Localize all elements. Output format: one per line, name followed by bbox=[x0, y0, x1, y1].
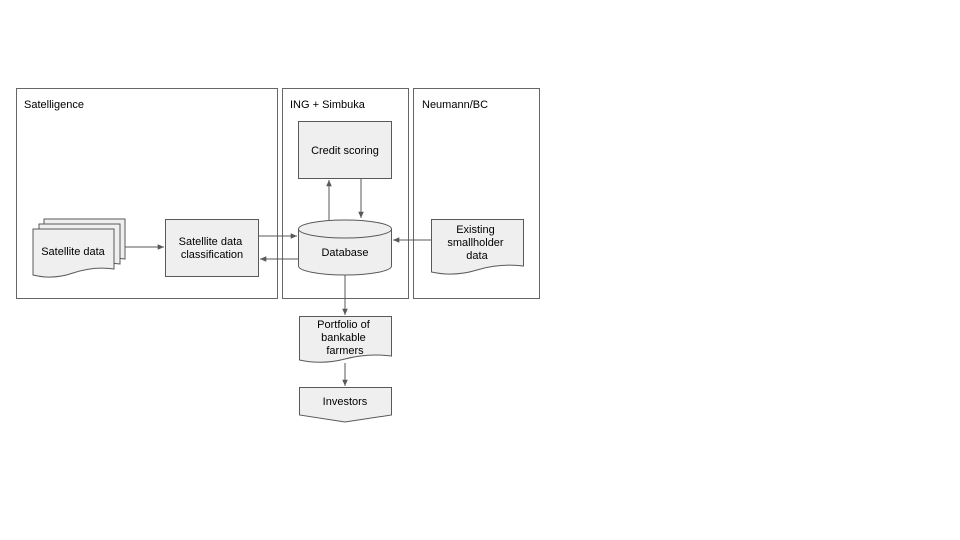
node-credit-scoring: Credit scoring bbox=[298, 121, 392, 179]
group-ing-simbuka-title: ING + Simbuka bbox=[290, 99, 366, 111]
credit-scoring-label: Credit scoring bbox=[311, 145, 379, 157]
database-label: Database bbox=[321, 247, 368, 259]
satellite-data-doc-front bbox=[32, 228, 115, 278]
investors-label: Investors bbox=[323, 396, 368, 408]
portfolio-line-1: Portfolio of bbox=[317, 319, 371, 331]
connectors bbox=[125, 179, 431, 386]
existing-smallholder-line-3: data bbox=[466, 250, 488, 262]
group-neumann-bc-title: Neumann/BC bbox=[422, 99, 488, 111]
database-top bbox=[298, 219, 392, 239]
existing-smallholder-doc bbox=[431, 219, 524, 275]
portfolio-line-3: farmers bbox=[326, 345, 364, 357]
node-existing-smallholder-data: Existing smallholder data bbox=[431, 219, 524, 275]
existing-smallholder-label: Existing smallholder data bbox=[447, 224, 506, 262]
credit-scoring-box bbox=[298, 121, 392, 179]
portfolio-label: Portfolio of bankable farmers bbox=[317, 319, 373, 357]
node-satellite-data-classification: Satellite data classification bbox=[165, 219, 259, 277]
node-portfolio: Portfolio of bankable farmers bbox=[299, 316, 392, 363]
node-investors: Investors bbox=[299, 387, 392, 423]
satellite-classification-box bbox=[165, 219, 259, 277]
portfolio-line-2: bankable bbox=[321, 332, 366, 344]
existing-smallholder-line-2: smallholder bbox=[447, 237, 504, 249]
existing-smallholder-line-1: Existing bbox=[456, 224, 495, 236]
portfolio-doc bbox=[299, 316, 392, 363]
node-satellite-data: Satellite data bbox=[32, 218, 126, 278]
group-satelligence-title: Satelligence bbox=[24, 99, 84, 111]
satellite-classification-label: Satellite data classification bbox=[179, 236, 246, 261]
investors-shape bbox=[299, 387, 392, 423]
satellite-classification-line-2: classification bbox=[181, 249, 243, 261]
satellite-classification-line-1: Satellite data bbox=[179, 236, 243, 248]
node-database: Database bbox=[298, 219, 392, 276]
satellite-data-label: Satellite data bbox=[41, 246, 105, 258]
